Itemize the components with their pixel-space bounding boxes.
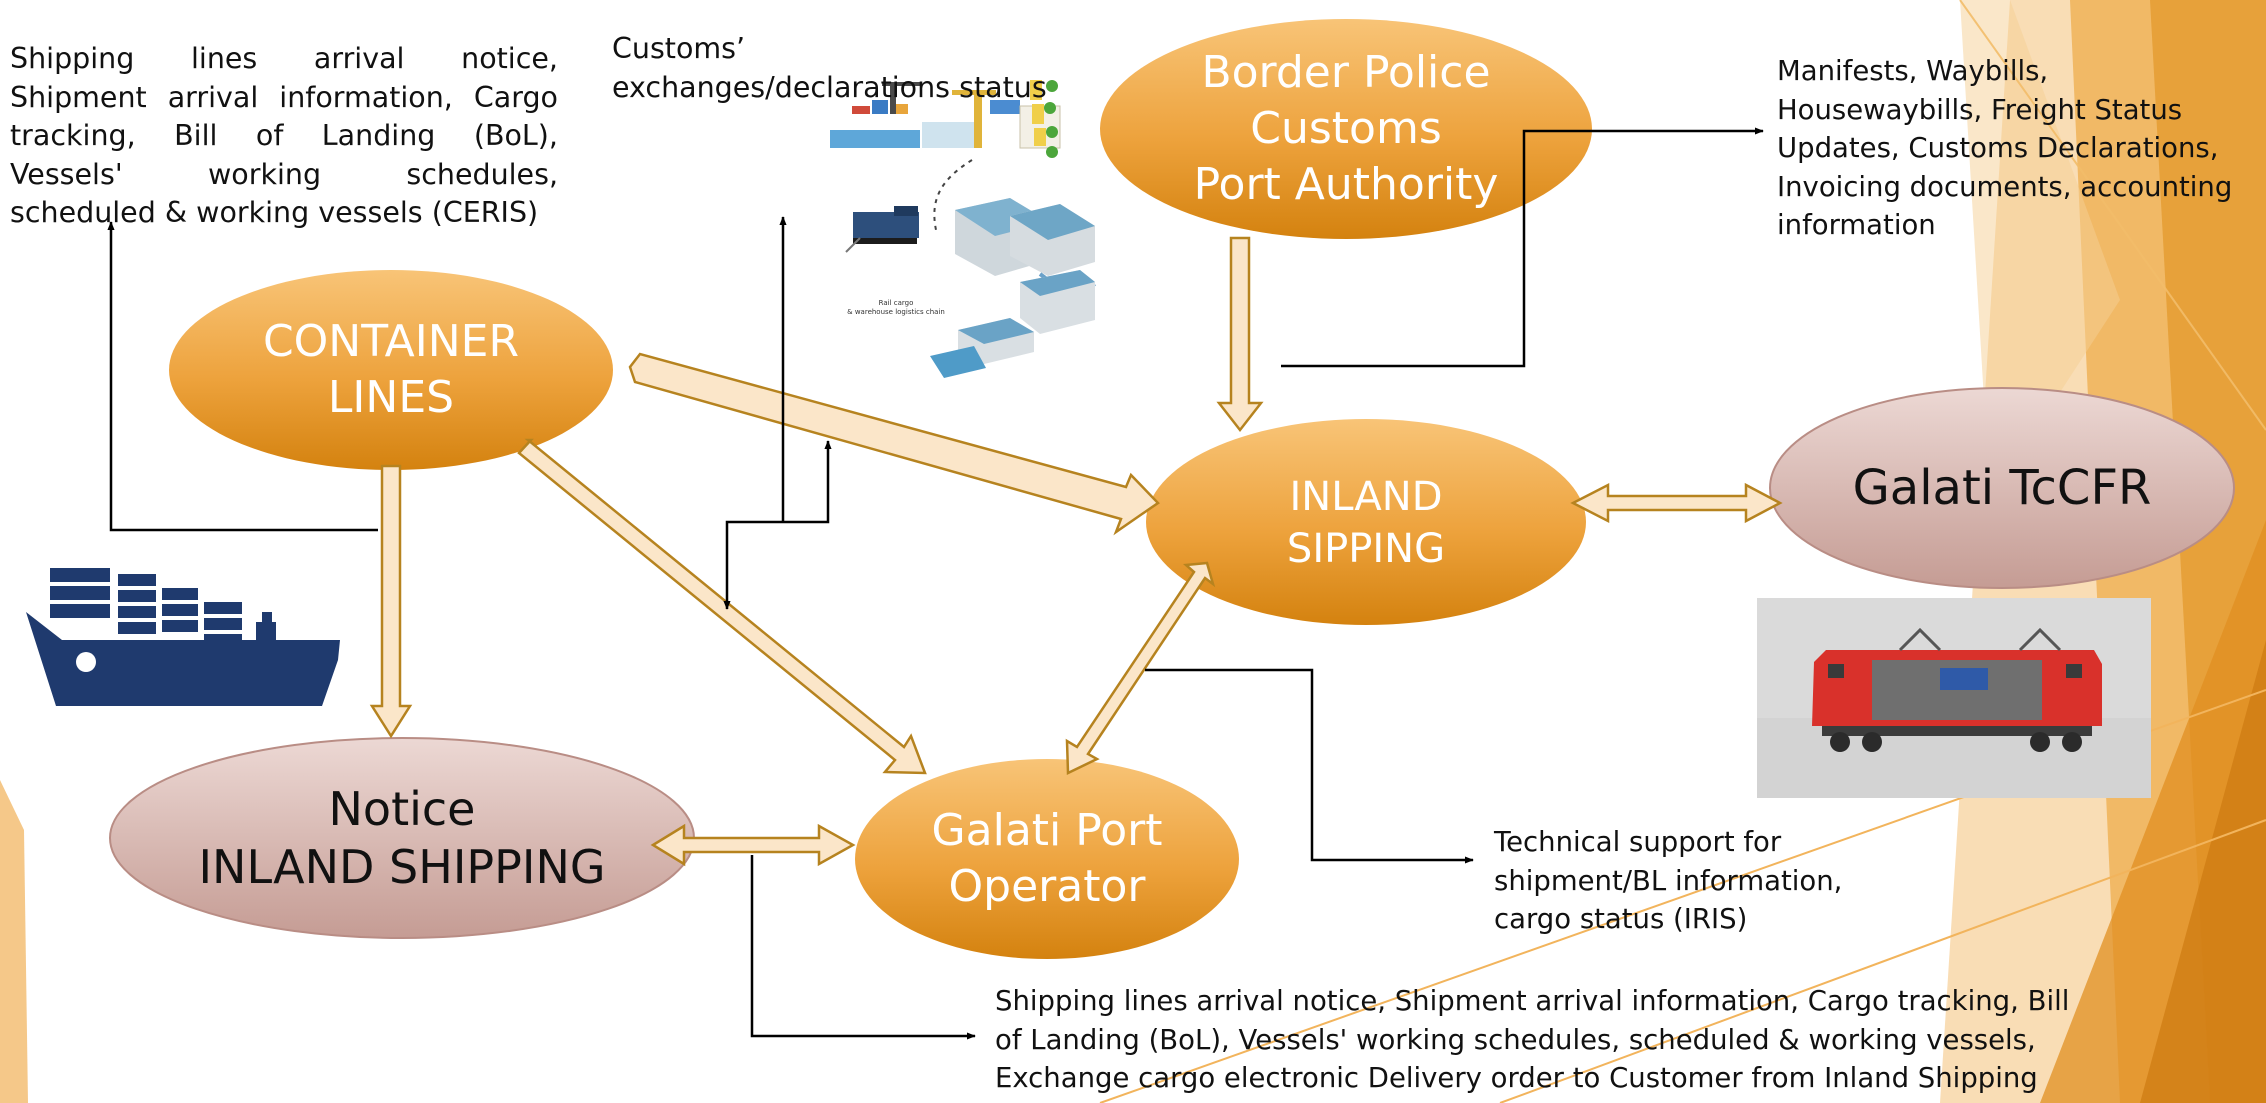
node-border-police-line-1: Border Police (1201, 47, 1491, 98)
connector-bottom-note (750, 855, 976, 1040)
arrow-container-lines-to-notice (369, 464, 413, 739)
logistics-caption-2: & warehouse logistics chain (847, 308, 945, 316)
node-inland-shipping-shape (1146, 419, 1586, 625)
node-galati-tccfr-shape (1769, 387, 2235, 589)
arrow-container-lines-to-port (517, 438, 927, 775)
node-container-lines-line-2: LINES (327, 372, 455, 423)
note-manifests: Manifests, Waybills, Housewaybills, Frei… (1777, 55, 2233, 241)
node-galati-port-shape (855, 759, 1239, 959)
node-notice-inland: Notice INLAND SHIPPING (110, 738, 694, 938)
logistics-illustration: Rail cargo & warehouse logistics chain (830, 80, 1096, 378)
arrow-container-lines-to-inland (628, 352, 1160, 536)
arrow-border-police-to-inland (1216, 236, 1264, 433)
node-inland-shipping-line-2: SIPPING (1286, 526, 1446, 572)
node-notice-inland-line-2: INLAND SHIPPING (198, 840, 606, 894)
note-customs-exchanges: Customs’ exchanges/declarations status (612, 32, 1047, 104)
note-technical-support: Technical support for shipment/BL inform… (1494, 826, 1843, 935)
node-galati-port: Galati Port Operator (855, 759, 1239, 959)
node-container-lines: CONTAINER LINES (169, 270, 613, 470)
connector-customs-bracket (723, 520, 783, 610)
node-inland-shipping: INLAND SIPPING (1146, 420, 1586, 626)
connector-technical-support (1145, 668, 1474, 864)
arrow-inland-port-double (1065, 561, 1216, 775)
node-border-police-shape (1100, 19, 1592, 239)
node-border-police-line-3: Port Authority (1193, 159, 1499, 210)
locomotive-photo (1757, 598, 2151, 798)
node-galati-port-line-1: Galati Port (931, 805, 1163, 856)
note-shipping-lines-bottom: Shipping lines arrival notice, Shipment … (995, 985, 2070, 1094)
arrow-inland-tccfr-double (1570, 482, 1783, 524)
connector-manifests (1281, 127, 1764, 368)
node-galati-tccfr-line-1: Galati TcCFR (1852, 460, 2152, 516)
node-container-lines-shape (169, 270, 613, 470)
node-border-police: Border Police Customs Port Authority (1100, 29, 1592, 229)
node-notice-inland-line-1: Notice (328, 782, 476, 836)
node-container-lines-line-1: CONTAINER (262, 316, 520, 367)
arrow-notice-port-double (650, 823, 856, 867)
node-galati-tccfr: Galati TcCFR (1770, 388, 2234, 588)
connector-container-lines-to-top-note (107, 221, 378, 532)
connector-customs-bracket-up (783, 440, 832, 524)
logistics-caption: Rail cargo (879, 299, 914, 307)
node-inland-shipping-line-1: INLAND (1289, 474, 1443, 520)
node-galati-port-line-2: Operator (948, 861, 1146, 912)
node-border-police-line-2: Customs (1250, 103, 1442, 154)
container-ship-icon (26, 568, 340, 706)
note-shipping-lines-top: Shipping lines arrival notice, Shipment … (10, 42, 558, 229)
